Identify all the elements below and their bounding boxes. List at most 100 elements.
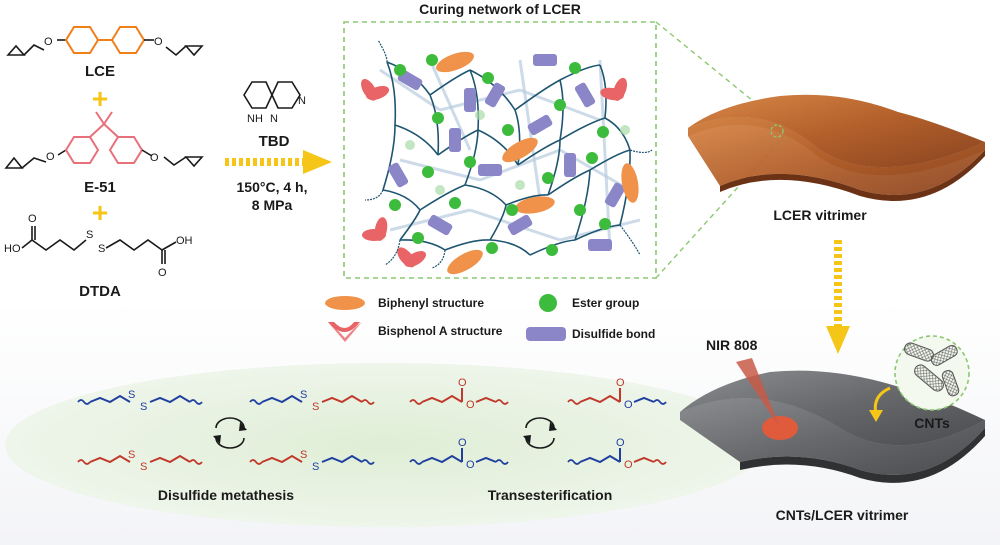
network-ester-0 xyxy=(394,64,406,76)
es-wavy-l-0 xyxy=(409,399,423,405)
network-biphenyl-4 xyxy=(447,249,483,275)
network-disulfide-6 xyxy=(387,162,409,188)
network-ester-11 xyxy=(449,197,461,209)
network-link-14 xyxy=(419,184,466,211)
network-ester-19 xyxy=(569,62,581,74)
exchange-arrowhead-top-0 xyxy=(239,422,247,431)
network-link-4 xyxy=(559,64,601,81)
conditions-line-1: 150°C, 4 h, xyxy=(237,179,308,195)
es-zig-l-3 xyxy=(579,454,621,464)
plus-sign-2: + xyxy=(92,197,108,228)
ds-zig-r-3 xyxy=(321,454,363,464)
atom-oh: OH xyxy=(176,235,193,247)
network-ester-16 xyxy=(546,244,558,256)
network-bisphenol-b-0 xyxy=(366,85,390,100)
down-arrow xyxy=(826,240,850,354)
es-wavy-r-0 xyxy=(495,399,509,405)
network-ester-7 xyxy=(502,124,514,136)
es-zig-l-2 xyxy=(579,394,621,404)
es-zig-l-0 xyxy=(421,394,463,404)
ds-s-1-0: S xyxy=(128,389,135,401)
exchange-arrow-bottom-0 xyxy=(215,437,245,449)
network-disulfide-10 xyxy=(427,214,453,236)
network-ester-3 xyxy=(554,99,566,111)
atom-s-1: S xyxy=(86,229,93,241)
atom-o-6: O xyxy=(158,267,167,279)
network-chain-end-5 xyxy=(364,189,384,201)
es-tail-1 xyxy=(475,456,497,463)
network-link-10 xyxy=(559,117,606,141)
ds-s-2-1: S xyxy=(140,461,147,473)
legend-bisphenol-label: Bisphenol A structure xyxy=(378,324,503,338)
cnts-label: CNTs xyxy=(914,415,950,431)
network-link-29 xyxy=(464,129,479,186)
ds-wavy-r-2 xyxy=(361,399,375,405)
network-ester-faint-0 xyxy=(405,140,415,150)
cnt-lcer-label: CNTs/LCER vitrimer xyxy=(776,507,909,523)
legend-ester-label: Ester group xyxy=(572,296,639,310)
es-wavy-l-3 xyxy=(567,459,581,465)
es-o1-0: O xyxy=(458,377,467,389)
ds-wavy-r-1 xyxy=(189,459,203,465)
exchange-arrowhead-bottom-1 xyxy=(523,435,531,444)
network-ester-18 xyxy=(432,112,444,124)
conditions-line-2: 8 MPa xyxy=(252,197,293,213)
ds-s-2-2: S xyxy=(312,401,319,413)
network-disulfide-2 xyxy=(533,54,557,66)
network-ester-15 xyxy=(486,242,498,254)
network-link-20 xyxy=(399,209,421,241)
network-ester-17 xyxy=(599,218,611,230)
atom-o-2: O xyxy=(154,36,163,48)
atom-o-5: O xyxy=(28,213,37,225)
network-disulfide-13 xyxy=(464,88,476,112)
network-ester-faint-3 xyxy=(515,180,525,190)
legend-disulfide-swatch xyxy=(526,327,566,341)
network-biphenyl-3 xyxy=(515,196,555,214)
network-link-6 xyxy=(394,124,439,156)
network-link-32 xyxy=(574,169,591,241)
network-chain-end-0 xyxy=(377,39,388,63)
lce-molecule: O O xyxy=(6,26,204,57)
tbd-n-2: N xyxy=(298,95,306,107)
network-link-31 xyxy=(489,204,507,241)
network-link-16 xyxy=(505,194,549,206)
network-bisphenol-b-1 xyxy=(613,77,628,101)
ds-wavy-l-0 xyxy=(77,399,91,405)
network-disulfide-0 xyxy=(397,69,423,91)
network-ester-faint-4 xyxy=(435,185,445,195)
faint-link-0 xyxy=(379,68,441,112)
ds-wavy-l-2 xyxy=(249,399,263,405)
faint-link-3 xyxy=(399,158,481,182)
network-link-17 xyxy=(547,169,591,196)
network-link-33 xyxy=(469,69,480,131)
network-disulfide-8 xyxy=(564,153,576,177)
tbd-n-1: N xyxy=(270,113,278,125)
exchange-arrow-top-1 xyxy=(525,417,555,429)
network-ester-2 xyxy=(482,72,494,84)
es-wavy-r-1 xyxy=(495,459,509,465)
catalyst-label: TBD xyxy=(259,133,290,150)
ds-wavy-l-1 xyxy=(77,459,91,465)
network-disulfide-12 xyxy=(588,239,612,251)
ds-zig-l-1 xyxy=(89,454,131,464)
cnts-inset xyxy=(894,335,970,411)
plus-sign-1: + xyxy=(92,83,108,114)
network-ester-1 xyxy=(426,54,438,66)
network-chain-end-2 xyxy=(384,239,401,266)
nir-label: NIR 808 xyxy=(706,337,758,353)
transesterification-label: Transesterification xyxy=(488,487,613,503)
es-o2-1: O xyxy=(466,459,475,471)
ds-zig-l-2 xyxy=(261,394,303,404)
ds-zig-l-3 xyxy=(261,454,303,464)
network-disulfide-1 xyxy=(484,82,506,108)
network-ester-5 xyxy=(422,166,434,178)
ds-zig-r-1 xyxy=(149,454,191,464)
network-disulfide-9 xyxy=(604,182,626,208)
ds-wavy-l-3 xyxy=(249,459,263,465)
network-biphenyl-1 xyxy=(502,137,538,163)
network-frame xyxy=(343,21,657,279)
legend-ester-swatch xyxy=(539,294,557,312)
es-tail-3 xyxy=(633,456,655,463)
